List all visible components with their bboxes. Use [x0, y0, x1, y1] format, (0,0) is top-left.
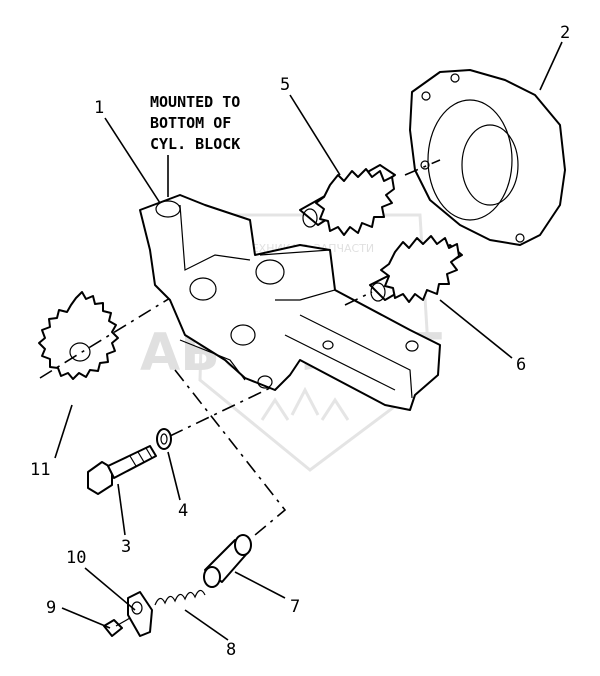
- note-line-3: CYL. BLOCK: [150, 135, 240, 153]
- callout-numbers: 1 2 3 4 5 6 7 8 9 10 11: [30, 23, 570, 660]
- callout-6: 6: [516, 355, 526, 375]
- callout-1: 1: [94, 98, 104, 118]
- callout-8: 8: [226, 640, 236, 660]
- lock-washer: [156, 428, 172, 450]
- relief-valve-plunger: [174, 369, 287, 588]
- watermark-emblem: [260, 386, 350, 421]
- callout-5: 5: [280, 75, 290, 95]
- retainer-screw: [103, 617, 131, 637]
- leader-lines: [54, 41, 563, 641]
- relief-valve-spring: [154, 589, 206, 606]
- callout-3: 3: [121, 537, 131, 557]
- pump-cover: [409, 69, 566, 246]
- callout-10: 10: [66, 548, 86, 568]
- callout-7: 7: [290, 597, 300, 617]
- lower-pump-gear: [344, 235, 463, 306]
- note-line-1: MOUNTED TO: [150, 93, 240, 111]
- drive-gear: [38, 291, 176, 380]
- mounting-note: MOUNTED TO BOTTOM OF CYL. BLOCK: [150, 93, 240, 153]
- spring-retainer: [127, 591, 153, 637]
- callout-11: 11: [30, 460, 50, 480]
- callout-9: 9: [46, 598, 56, 618]
- pump-body: [139, 194, 441, 411]
- bolt: [87, 387, 271, 495]
- upper-pump-gear: [299, 159, 441, 236]
- note-line-2: BOTTOM OF: [150, 114, 231, 132]
- callout-4: 4: [178, 501, 188, 521]
- callout-2: 2: [560, 23, 570, 43]
